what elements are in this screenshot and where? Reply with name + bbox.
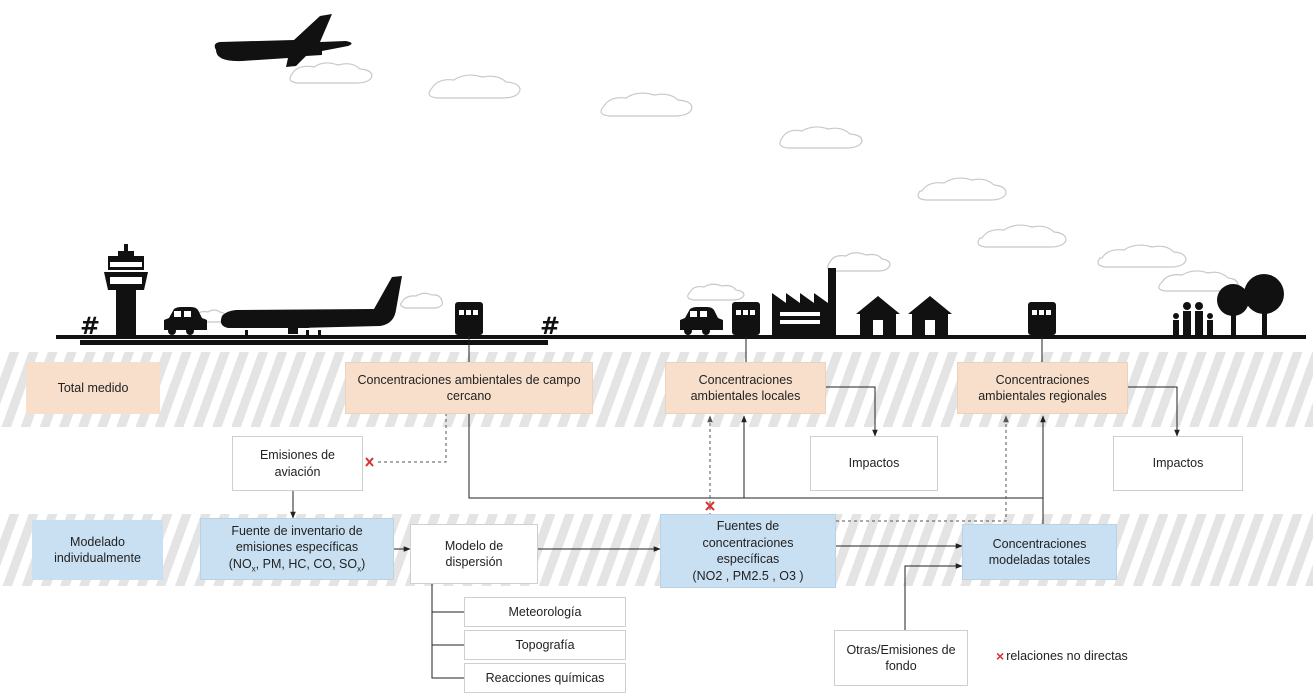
house-icon-2 <box>908 296 952 335</box>
indirect-relation-marker-icon: × <box>996 648 1005 664</box>
pollutants-formula: (NOx, PM, HC, CO, SOx) <box>228 556 366 574</box>
chemical-reactions-box: Reacciones químicas <box>464 663 626 693</box>
cloud-icon <box>1097 244 1187 268</box>
house-icon-1 <box>856 296 900 335</box>
specific-concentration-sources-box: Fuentes de concentraciones específicas (… <box>660 514 836 588</box>
impacts-regional-box: Impactos <box>1113 436 1243 491</box>
background-emissions-box: Otras/Emisiones de fondo <box>834 630 968 686</box>
legend: × relaciones no directas <box>996 648 1128 664</box>
emission-inventory-box: Fuente de inventario de emisiones especí… <box>200 518 394 580</box>
cloud-icon <box>827 252 891 272</box>
monitor-station-icon-3 <box>1028 302 1056 335</box>
legend-label: relaciones no directas <box>1006 649 1128 663</box>
topography-box: Topografía <box>464 630 626 660</box>
parked-airplane-icon <box>220 276 402 336</box>
meteorology-box: Meteorología <box>464 597 626 627</box>
runway-mark-left: # <box>80 312 100 340</box>
trees-icon <box>1217 274 1284 335</box>
cloud-icon <box>289 62 373 84</box>
local-concentrations-box: Concentraciones ambientales locales <box>665 362 826 414</box>
car-icon <box>164 307 207 335</box>
aviation-emissions-box: Emisiones de aviación <box>232 436 363 491</box>
individually-modeled-box: Modelado individualmente <box>32 520 163 580</box>
control-tower-icon <box>104 244 148 335</box>
cloud-icon <box>917 177 1007 201</box>
flying-airplane-icon <box>214 14 352 67</box>
monitor-station-icon-2 <box>732 302 760 335</box>
cloud-icon <box>600 92 693 117</box>
monitor-station-icon-1 <box>455 302 483 335</box>
factory-icon <box>772 268 836 335</box>
near-field-concentrations-box: Concentraciones ambientales de campo cer… <box>345 362 593 414</box>
total-modeled-concentrations-box: Concentraciones modeladas totales <box>962 524 1117 580</box>
total-measured-box: Total medido <box>26 362 160 414</box>
runway-mark-right: # <box>540 312 560 340</box>
indirect-markers <box>365 457 715 511</box>
cloud-icon <box>779 126 863 149</box>
cloud-icon <box>977 224 1067 248</box>
dispersion-model-box: Modelo de dispersión <box>410 524 538 584</box>
cloud-icon <box>687 283 745 301</box>
impacts-local-box: Impactos <box>810 436 938 491</box>
cloud-icon <box>400 292 443 309</box>
runway <box>80 340 548 345</box>
cloud-icon <box>428 74 521 99</box>
people-icon <box>1173 302 1213 335</box>
cloud-icon <box>1158 270 1239 292</box>
car-icon-2 <box>680 307 723 335</box>
ground-line <box>56 335 1306 339</box>
regional-concentrations-box: Concentraciones ambientales regionales <box>957 362 1128 414</box>
